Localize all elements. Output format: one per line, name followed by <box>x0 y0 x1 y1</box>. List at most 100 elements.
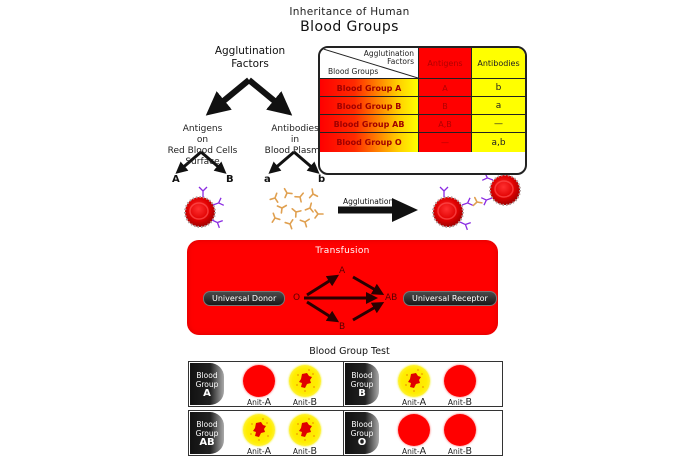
antibody-a-letter: a <box>264 174 271 185</box>
arrow-to-antigen-b <box>200 150 227 174</box>
antigens-line1: Antigens <box>182 124 223 134</box>
header-title: Blood Groups <box>300 19 399 35</box>
row-antigens: — <box>419 133 472 152</box>
row-antibodies: b <box>472 79 525 97</box>
table-header-row: Agglutination Factors Blood Groups Antig… <box>320 48 525 78</box>
corner-bottom-label: Blood Groups <box>328 67 379 76</box>
anti-b-label: Anit-B <box>440 397 480 408</box>
tree-root-label: Agglutination Factors <box>200 45 300 71</box>
anti-prefix: Anit- <box>246 398 265 407</box>
agglutinated-cells-icon <box>432 164 521 231</box>
antigen-b-letter: B <box>226 174 234 185</box>
transfusion-arrows <box>304 274 385 323</box>
tag-line2: Group <box>350 379 374 389</box>
anti-b-sample <box>444 414 476 446</box>
anti-a-label: Anit-A <box>394 446 434 457</box>
antibodies-line1: Antibodies <box>271 124 319 134</box>
anti-prefix: Anit- <box>401 447 420 456</box>
anti-b-label: Anit-B <box>285 397 325 408</box>
antigens-line3: Red Blood Cells Surface <box>167 146 238 167</box>
anti-a-label: Anit-A <box>239 397 279 408</box>
anti-letter: B <box>310 446 318 457</box>
universal-receptor-badge: Universal Receptor <box>403 291 497 306</box>
universal-donor-badge: Universal Donor <box>203 291 286 306</box>
anti-letter: A <box>264 397 272 408</box>
red-blood-cell-icon <box>184 186 225 229</box>
row-antibodies: a <box>472 97 525 115</box>
table-corner-cell: Agglutination Factors Blood Groups <box>320 48 419 78</box>
node-o: O <box>293 293 301 303</box>
node-b: B <box>339 322 346 332</box>
corner-diagonal <box>320 48 418 78</box>
transfusion-title: Transfusion <box>315 246 370 256</box>
anti-letter: A <box>264 446 272 457</box>
anti-b-label: Anit-B <box>440 446 480 457</box>
agglutination-arrow-head <box>392 198 418 222</box>
antigens-line2: on <box>196 135 209 145</box>
anti-prefix: Anit- <box>246 447 265 456</box>
anti-prefix: Anit- <box>447 398 466 407</box>
arrow-b-to-ab <box>352 302 385 322</box>
anti-letter: B <box>465 446 473 457</box>
antigens-label: Antigens on Red Blood Cells Surface <box>155 124 250 168</box>
tag-line2: Group <box>195 379 219 389</box>
tag-line1: Blood <box>196 419 218 429</box>
row-antigens: B <box>419 97 472 115</box>
tag-group: AB <box>199 436 215 448</box>
tag-line1: Blood <box>196 370 218 380</box>
antibody-b-letter: b <box>318 174 326 185</box>
node-a: A <box>339 266 346 276</box>
tree-root-line1: Agglutination <box>214 45 286 57</box>
arrow-to-antigen-a <box>175 150 202 174</box>
arrow-to-antibody-a <box>268 150 295 174</box>
row-antibodies: — <box>472 115 525 133</box>
anti-letter: B <box>465 397 473 408</box>
tag-line1: Blood <box>351 419 373 429</box>
node-ab: AB <box>385 293 398 303</box>
anti-prefix: Anit- <box>447 447 466 456</box>
anti-a-sample <box>398 414 430 446</box>
corner-top-label: Agglutination Factors <box>364 50 414 66</box>
arrow-a-to-ab <box>352 275 385 295</box>
anti-letter: A <box>419 397 427 408</box>
anti-prefix: Anit- <box>292 398 311 407</box>
arrow-o-to-a <box>306 274 340 297</box>
row-antibodies: a,b <box>472 133 525 152</box>
tag-group: A <box>203 387 211 399</box>
row-group: Blood Group O <box>320 133 419 152</box>
tag-line1: Blood <box>351 370 373 380</box>
row-group: Blood Group A <box>320 79 419 97</box>
anti-b-label: Anit-B <box>285 446 325 457</box>
arrow-to-antibodies <box>247 77 293 116</box>
agglutination-clot-icon <box>405 369 424 392</box>
antigen-a-letter: A <box>172 174 180 185</box>
anti-b-sample <box>444 365 476 397</box>
header-subtitle: Inheritance of Human <box>289 6 410 18</box>
arrow-o-to-b <box>306 300 340 323</box>
row-group: Blood Group AB <box>320 115 419 133</box>
table-row: Blood Group O — a,b <box>320 132 525 152</box>
col-antigens: Antigens <box>419 48 472 78</box>
row-group: Blood Group B <box>320 97 419 115</box>
table-row: Blood Group AB A,B — <box>320 114 525 133</box>
anti-a-label: Anit-A <box>239 446 279 457</box>
tag-group: B <box>358 387 366 399</box>
anti-letter: A <box>419 446 427 457</box>
tag-group: O <box>357 436 367 448</box>
anti-prefix: Anit- <box>292 447 311 456</box>
row-antigens: A <box>419 79 472 97</box>
transfusion-panel: Transfusion Universal Donor Universal Re… <box>187 240 498 335</box>
antibodies-line3: Blood Plasma <box>264 146 326 156</box>
tag-line2: Group <box>195 428 219 438</box>
col-antibodies: Antibodies <box>472 48 525 78</box>
tag-line2: Group <box>350 428 374 438</box>
corner-top-line2: Factors <box>387 57 414 66</box>
